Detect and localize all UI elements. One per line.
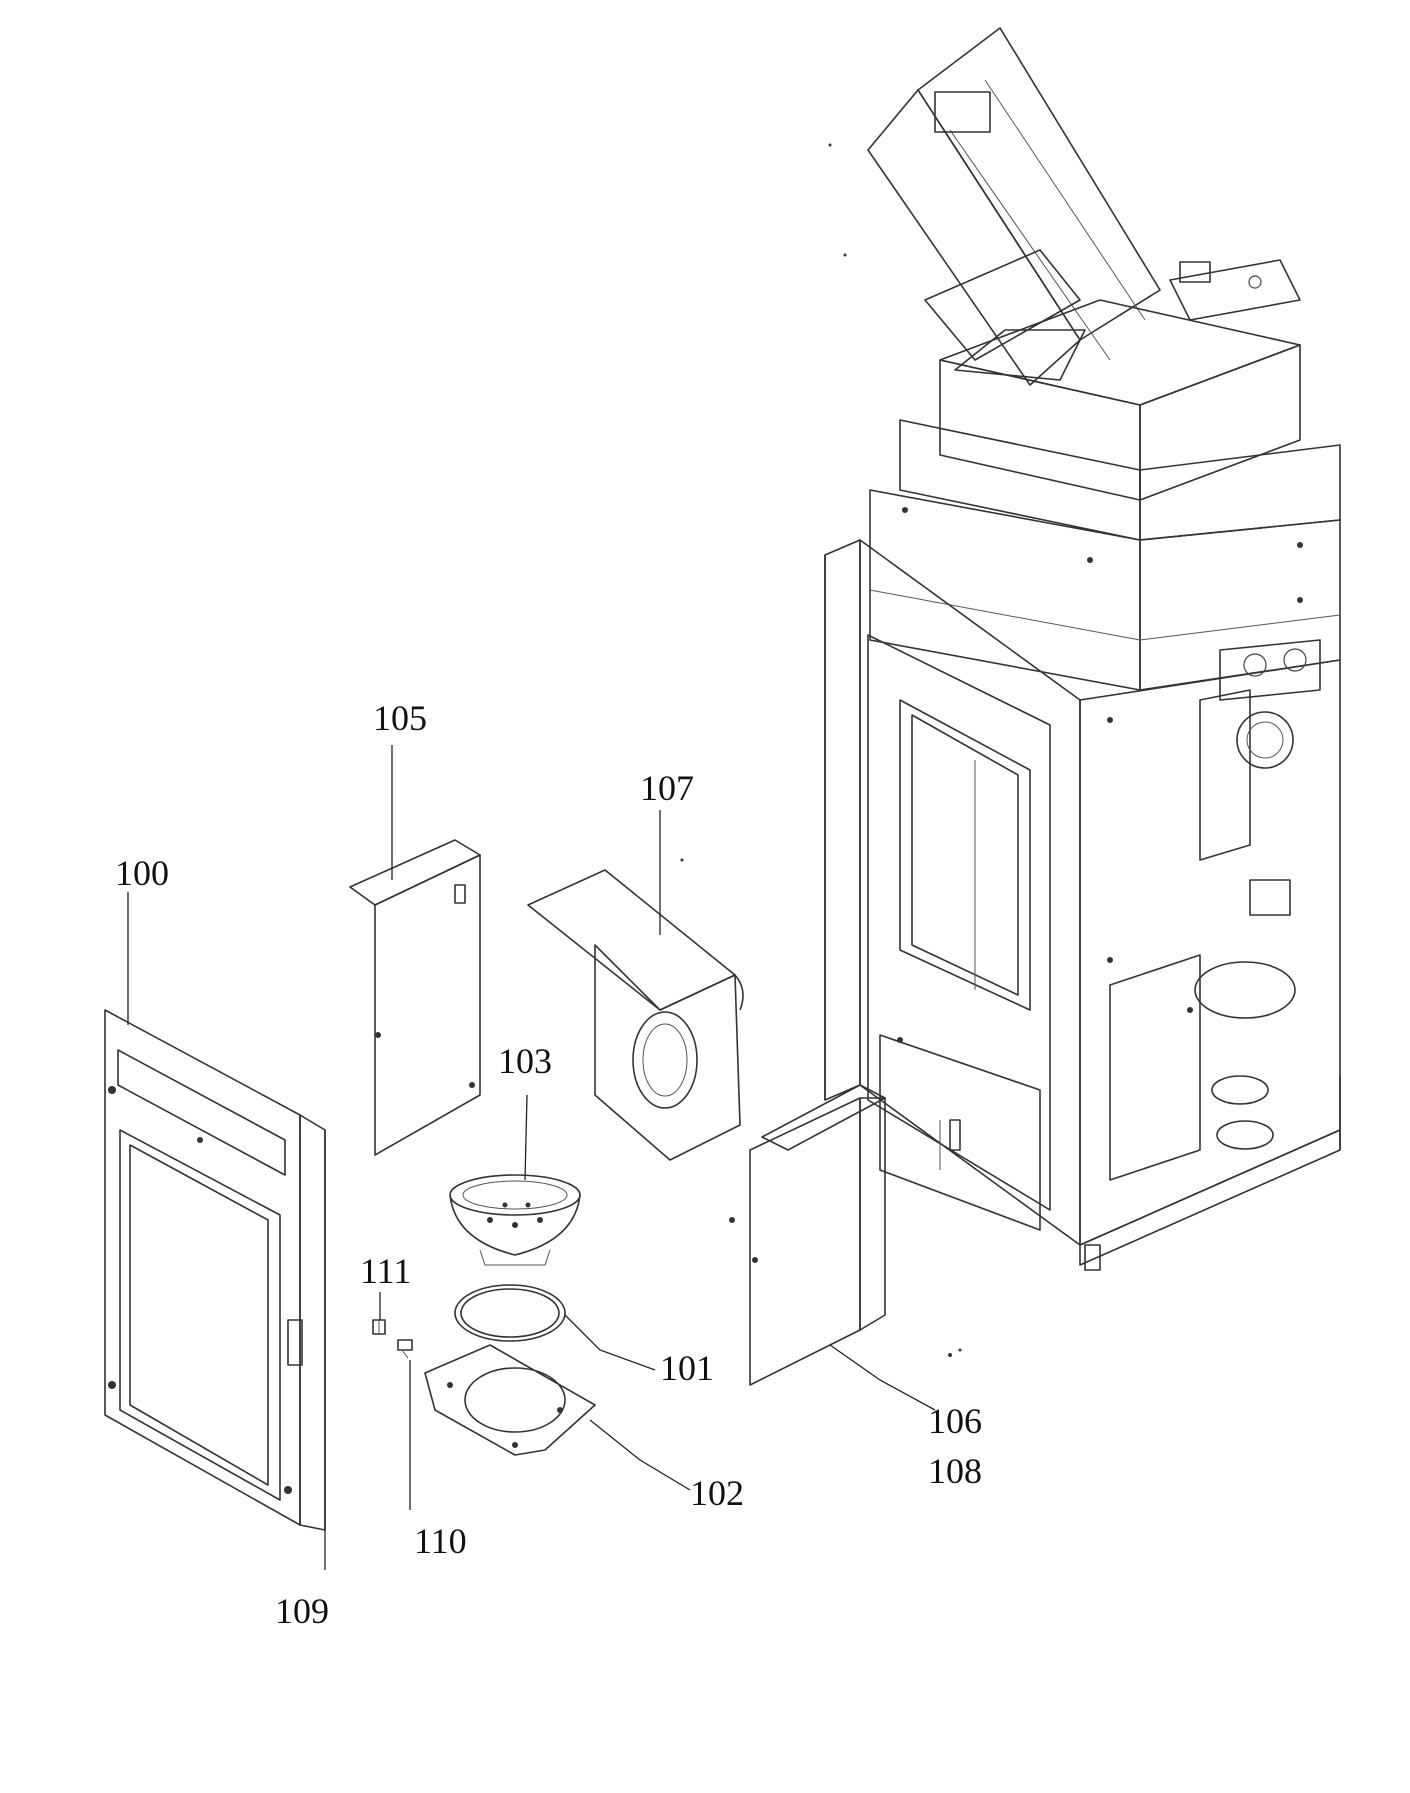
leader-102: [589, 1419, 691, 1491]
stove-body-assembly: [824, 27, 1341, 1271]
leader-106: [829, 1344, 936, 1411]
base-rail: [1079, 1075, 1341, 1271]
stray-marks: [680, 143, 962, 1357]
callout-106: 106: [928, 1401, 982, 1441]
upper-body: [869, 419, 1341, 691]
body-fasteners: [897, 507, 1303, 1043]
callout-105: 105: [373, 698, 427, 738]
part-103-burner-pot: [449, 1174, 581, 1266]
callout-109: 109: [275, 1591, 329, 1631]
front-frame: [824, 539, 1081, 1246]
part-105-panel: [349, 839, 481, 1156]
callout-111: 111: [360, 1251, 411, 1291]
side-panel: [1079, 639, 1341, 1246]
callout-101: 101: [660, 1348, 714, 1388]
part-100-front-door: [104, 1009, 326, 1531]
part-101-gasket-ring: [454, 1284, 566, 1342]
fan-motor: [1194, 711, 1296, 1150]
leader-103: [524, 1094, 528, 1181]
callout-103: 103: [498, 1041, 552, 1081]
ash-drawer: [879, 1034, 1041, 1231]
leader-101: [564, 1314, 656, 1371]
callout-107: 107: [640, 768, 694, 808]
callout-102: 102: [690, 1473, 744, 1513]
callout-labels: 100 105 107 103 111 101 102 110 109 106 …: [115, 698, 982, 1631]
leader-lines: [127, 745, 936, 1570]
callout-100: 100: [115, 853, 169, 893]
hopper-chute: [867, 27, 1161, 386]
part-107-cover: [527, 869, 744, 1161]
hopper-box: [939, 259, 1301, 501]
part-111-nut: [372, 1319, 386, 1335]
callout-108: 108: [928, 1451, 982, 1491]
part-102-base-plate: [424, 1344, 596, 1456]
part-110-screw: [397, 1339, 413, 1359]
callout-110: 110: [414, 1521, 467, 1561]
part-106-108-panel: [729, 1084, 886, 1386]
